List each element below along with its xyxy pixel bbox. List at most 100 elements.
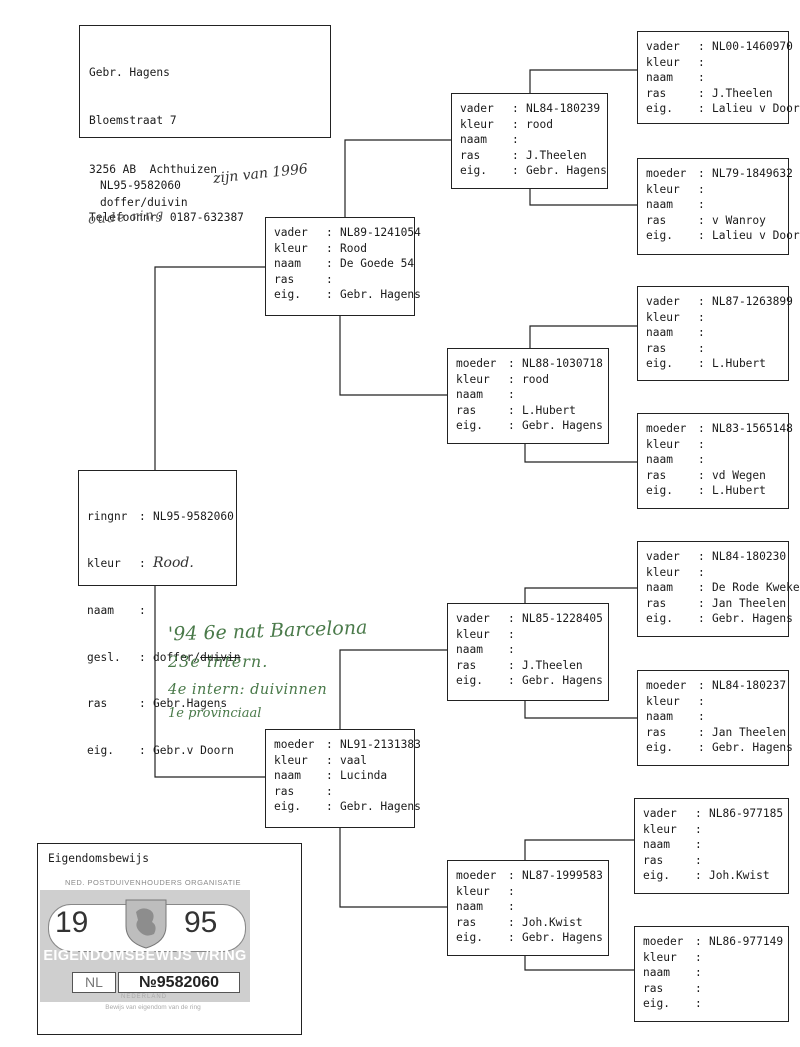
colon: : — [698, 741, 705, 755]
eig-label: eig. — [646, 102, 673, 116]
colon: : — [139, 697, 146, 711]
ras-value: Jan Theelen — [712, 725, 787, 739]
colon: : — [698, 357, 705, 371]
ring-value: NL83-1565148 — [712, 422, 793, 435]
ras-value: v Wanroy — [712, 213, 766, 227]
eig-label: eig. — [643, 997, 670, 1011]
eig-value: L.Hubert — [712, 484, 766, 498]
naam-label: naam — [456, 388, 483, 402]
ring-label: vader — [646, 295, 680, 308]
ring-label: vader — [643, 807, 677, 820]
colon: : — [698, 550, 705, 563]
colon: : — [695, 853, 702, 867]
kleur-label: kleur — [456, 627, 490, 641]
colon: : — [512, 164, 519, 178]
subject-pigeon-box: ringnr:NL95-9582060 kleur:Rood. naam: ge… — [78, 470, 241, 757]
ras-label: ras — [646, 86, 667, 100]
eig-value: Gebr. Hagens — [340, 800, 421, 814]
naam-label: naam — [460, 133, 487, 147]
owner-city: 3256 AB Achthuizen — [89, 162, 217, 176]
eig-value: Gebr. Hagens — [340, 288, 421, 302]
owner-street: Bloemstraat 7 — [89, 114, 177, 128]
ring-label: vader — [456, 612, 490, 625]
colon: : — [512, 148, 519, 162]
colon: : — [508, 900, 515, 914]
kleur-label: kleur — [646, 55, 680, 69]
colon: : — [698, 422, 705, 435]
eig-value: Lalieu v Doorn — [712, 229, 800, 243]
kleur-label: kleur — [646, 310, 680, 324]
ras-label: ras — [646, 596, 667, 610]
ring-value: NL84-180237 — [712, 679, 787, 692]
ras-value: J.Theelen — [526, 148, 587, 162]
ras-value: J.Theelen — [712, 86, 773, 100]
colon: : — [508, 658, 515, 672]
ras-label: ras — [87, 697, 108, 711]
ring-value: NL84-180239 — [526, 102, 601, 115]
naam-value: De Rode Kweker — [712, 581, 800, 595]
certificate-ring-number: №9582060 — [118, 972, 240, 993]
colon: : — [326, 272, 333, 286]
ring-label: moeder — [456, 869, 497, 882]
ring-label: vader — [274, 226, 308, 239]
subject-ring-number: NL95-9582060 — [153, 510, 234, 524]
eig-label: eig. — [456, 931, 483, 945]
colon: : — [698, 198, 705, 212]
owner-name: Gebr. Hagens — [89, 65, 170, 79]
ownership-certificate: Eigendomsbewijs NED. POSTDUIVENHOUDERS O… — [37, 843, 302, 1035]
kleur-label: kleur — [646, 437, 680, 451]
eig-value: Gebr. Hagens — [712, 612, 793, 626]
colon: : — [139, 744, 146, 758]
ring-label: moeder — [646, 422, 687, 435]
colon: : — [698, 167, 705, 180]
ras-label: ras — [274, 272, 295, 286]
colon: : — [698, 679, 705, 692]
colon: : — [326, 784, 333, 798]
ring-value: NL86-977149 — [709, 935, 784, 948]
ras-value: J.Theelen — [522, 658, 583, 672]
eig-value: Gebr. Hagens — [712, 741, 793, 755]
naam-label: naam — [274, 257, 301, 271]
naam-label: naam — [646, 710, 673, 724]
naam-label: naam — [646, 326, 673, 340]
kleur-label: kleur — [643, 950, 677, 964]
eig-label: eig. — [646, 357, 673, 371]
ring-label: moeder — [646, 679, 687, 692]
colon: : — [326, 226, 333, 239]
naam-label: naam — [643, 838, 670, 852]
kleur-value: vaal — [340, 753, 367, 767]
certificate-year-right: 95 — [184, 906, 218, 939]
kleur-label: kleur — [274, 753, 308, 767]
colon: : — [698, 40, 705, 53]
colon: : — [698, 468, 705, 482]
eig-value: Gebr. Hagens — [522, 674, 603, 688]
kleur-label: kleur — [646, 694, 680, 708]
kleur-label: kleur — [646, 565, 680, 579]
colon: : — [508, 419, 515, 433]
kleur-label: kleur — [274, 241, 308, 255]
kleur-label: kleur — [460, 117, 494, 131]
ras-label: ras — [646, 468, 667, 482]
certificate-year-left: 19 — [55, 906, 89, 939]
colon: : — [698, 310, 705, 324]
eig-value: Lalieu v Doorn — [712, 102, 800, 116]
kleur-value: Rood — [340, 241, 367, 255]
certificate-banner: EIGENDOMSBEWIJS v/RING — [43, 948, 247, 964]
eig-label: eig. — [646, 484, 673, 498]
colon: : — [326, 241, 333, 255]
colon: : — [695, 966, 702, 980]
naam-label: naam — [643, 966, 670, 980]
ring-value: NL79-1849632 — [712, 167, 793, 180]
naam-label: naam — [646, 71, 673, 85]
result-line-international: 23e intern. — [168, 652, 269, 671]
ring-value: NL91-2131383 — [340, 738, 421, 751]
ring-label: vader — [646, 40, 680, 53]
colon: : — [512, 133, 519, 147]
